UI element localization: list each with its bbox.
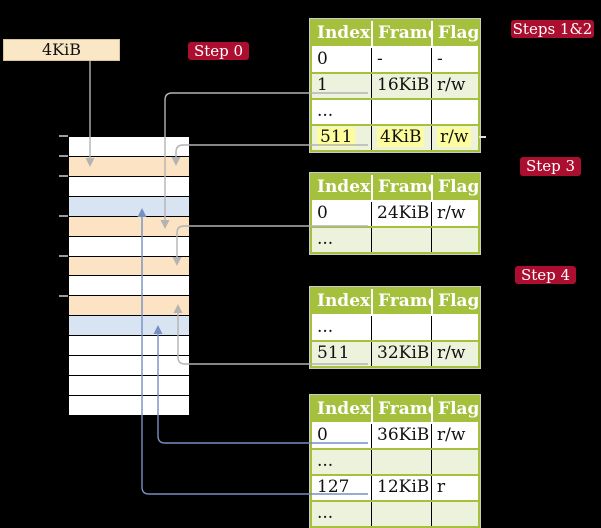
table-cell: ... [317, 229, 334, 249]
tick-mark [59, 215, 68, 217]
header-cell-frame: Frame [371, 289, 431, 314]
table-row: ... [312, 500, 478, 526]
table-cell: r/w [431, 202, 478, 226]
header-cell-index: Index [317, 399, 371, 419]
header-cell-flags: Flags [431, 289, 478, 314]
table-cell: ... [317, 503, 334, 523]
tick-mark [59, 135, 68, 137]
table-cell [431, 228, 478, 252]
table-cell: 511 [312, 126, 371, 150]
cropped-arrow-stub [479, 136, 486, 138]
badge-steps12: Steps 1&2 [511, 20, 594, 38]
table-cell [431, 316, 478, 340]
header-cell-index: Index [317, 291, 371, 311]
memory-row-4-mapped-frame [69, 196, 189, 217]
table-cell: ... [317, 451, 334, 471]
table-cell [431, 100, 478, 124]
table-header-row: IndexFrameFlags [312, 21, 478, 46]
header-cell-flags: Flags [431, 175, 478, 200]
table-header-row: IndexFrameFlags [312, 289, 478, 314]
table-cell: r/w [431, 342, 478, 366]
memory-row-6-free [69, 236, 189, 257]
badge-step4: Step 4 [515, 266, 576, 284]
table-header-row: IndexFrameFlags [312, 175, 478, 200]
cr3-frame-address-box: 4KiB [3, 39, 120, 61]
level3-table: IndexFrameFlags 0 24KiBr/w... [310, 173, 480, 254]
memory-row-10-mapped-frame [69, 316, 189, 337]
highlighted-value: r/w [437, 127, 472, 147]
table-cell: ... [317, 317, 334, 337]
table-cell: 16KiB [371, 74, 431, 98]
memory-row-11-free [69, 336, 189, 357]
table-cell: r [431, 476, 478, 500]
table-row: ... [312, 314, 478, 340]
table-cell: 32KiB [371, 342, 431, 366]
tick-mark [59, 255, 68, 257]
table-row: ... [312, 98, 478, 124]
tick-mark [59, 155, 68, 157]
table-cell [371, 228, 431, 252]
table-row: 511 4KiB r/w [312, 124, 478, 150]
table-header-row: IndexFrameFlags [312, 397, 478, 422]
table-cell: 127 [317, 477, 350, 497]
table-cell: 511 [317, 343, 350, 363]
table-row: ... [312, 448, 478, 474]
table-cell: 0 [317, 49, 328, 69]
tick-mark [59, 295, 68, 297]
tick-mark [59, 175, 68, 177]
memory-row-8-free [69, 276, 189, 297]
table-cell: 0 [317, 203, 328, 223]
table-row: ... [312, 226, 478, 252]
table-cell: 4KiB [371, 126, 431, 150]
header-cell-flags: Flags [431, 397, 478, 422]
memory-row-13-free [69, 376, 189, 396]
memory-row-9-page-table [69, 296, 189, 317]
table-cell [371, 316, 431, 340]
header-cell-frame: Frame [371, 21, 431, 46]
memory-row-5-page-table [69, 216, 189, 237]
table-cell [371, 450, 431, 474]
header-cell-index: Index [317, 23, 371, 43]
highlighted-value: 511 [317, 127, 356, 147]
memory-row-3-free [69, 176, 189, 197]
header-cell-index: Index [317, 177, 371, 197]
table-cell: r/w [431, 424, 478, 448]
table-cell: - [431, 48, 478, 72]
header-cell-frame: Frame [371, 397, 431, 422]
table-cell: 24KiB [371, 202, 431, 226]
badge-step0: Step 0 [188, 42, 249, 60]
table-cell: 1 [317, 75, 328, 95]
memory-row-12-free [69, 356, 189, 377]
table-cell: r/w [431, 74, 478, 98]
badge-step3: Step 3 [520, 157, 581, 176]
table-cell [431, 502, 478, 526]
table-row: 0 -- [312, 46, 478, 72]
memory-row-14-free [69, 395, 189, 415]
memory-row-1-free [69, 137, 189, 157]
table-cell: r/w [431, 126, 478, 150]
table-cell: 0 [317, 425, 328, 445]
table-cell: 36KiB [371, 424, 431, 448]
header-cell-frame: Frame [371, 175, 431, 200]
table-cell [371, 502, 431, 526]
table-cell [431, 450, 478, 474]
memory-row-7-page-table [69, 256, 189, 277]
table-cell: - [371, 48, 431, 72]
physical-memory-column [68, 136, 190, 416]
highlighted-value: 4KiB [377, 127, 425, 147]
table-cell [371, 100, 431, 124]
header-cell-flags: Flags [431, 21, 478, 46]
table-cell: 12KiB [371, 476, 431, 500]
memory-row-2-page-table [69, 156, 189, 177]
table-cell: ... [317, 101, 334, 121]
